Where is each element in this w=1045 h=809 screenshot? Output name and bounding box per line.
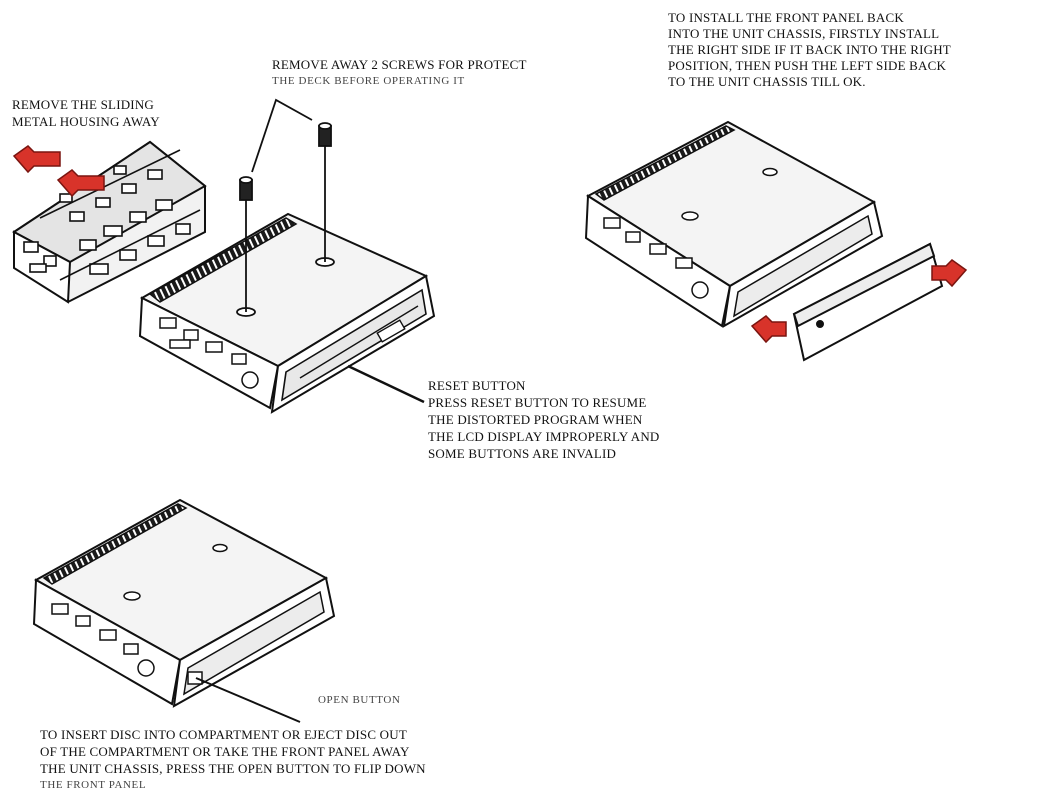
reset-leader-line	[347, 364, 425, 404]
front-panel-arrows	[750, 259, 968, 344]
main-unit	[138, 212, 436, 414]
protect-screws	[236, 122, 335, 317]
unit-open-button-view	[32, 498, 336, 708]
screw-leader-lines	[251, 98, 313, 173]
housing-arrows	[12, 145, 105, 198]
screws-caption: REMOVE AWAY 2 SCREWS FOR PROTECT THE DEC…	[272, 57, 527, 87]
detached-front-panel	[792, 242, 944, 362]
open-button-caption: TO INSERT DISC INTO COMPARTMENT OR EJECT…	[40, 727, 426, 791]
housing-caption: REMOVE THE SLIDING METAL HOUSING AWAY	[12, 97, 160, 129]
sliding-metal-housing	[12, 140, 207, 304]
open-button-leader-line	[195, 677, 301, 723]
open-button-label: OPEN BUTTON	[318, 694, 401, 706]
unit-with-front-panel	[584, 120, 884, 328]
front-panel-caption: TO INSTALL THE FRONT PANEL BACK INTO THE…	[668, 10, 951, 89]
reset-button-caption: RESET BUTTON PRESS RESET BUTTON TO RESUM…	[428, 378, 660, 461]
